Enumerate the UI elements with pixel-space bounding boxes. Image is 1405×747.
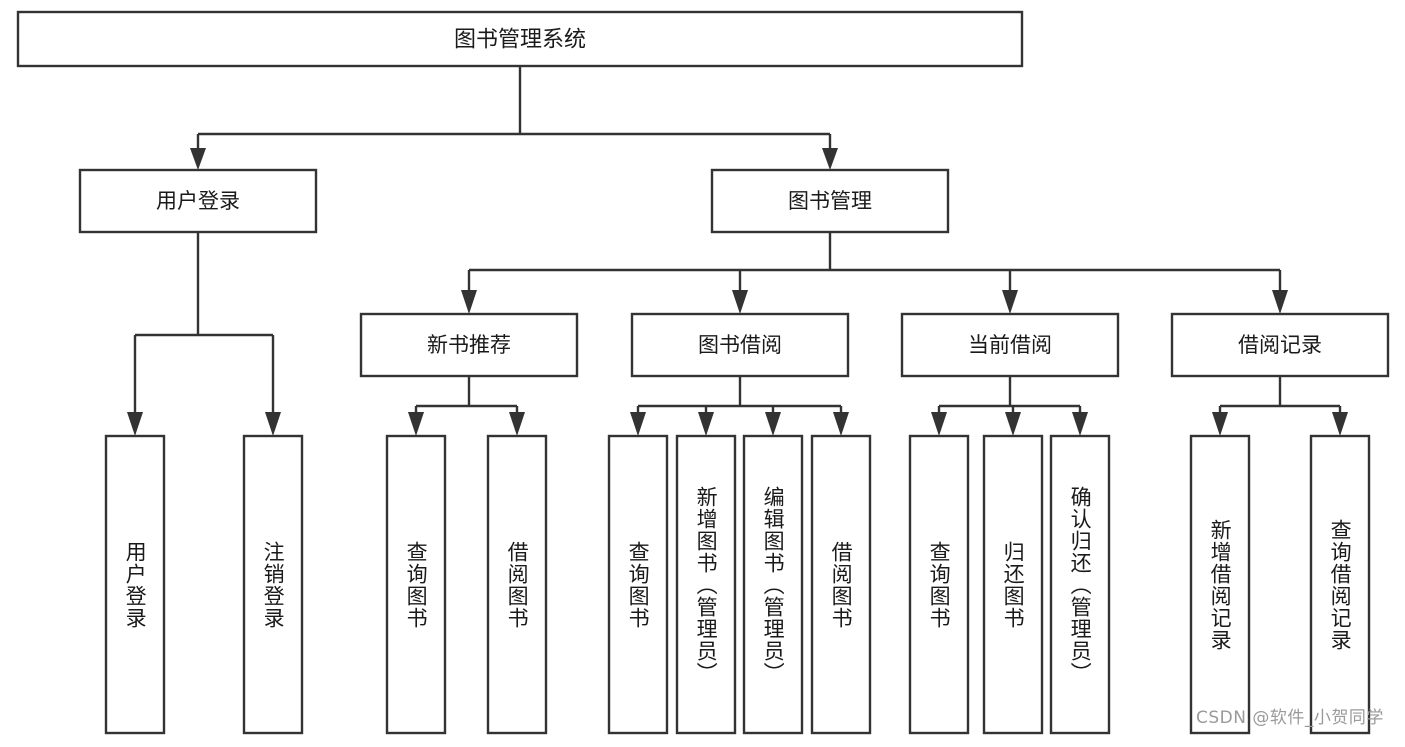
arrowhead-borrow-record bbox=[1272, 290, 1288, 314]
node-root-rect[interactable] bbox=[16, 10, 1024, 68]
connector-group-root bbox=[190, 66, 838, 170]
node-root[interactable]: 图书管理系统 bbox=[16, 10, 1024, 68]
node-book-manage-rect[interactable] bbox=[710, 168, 950, 234]
arrowhead-leaf-add-book bbox=[698, 412, 714, 436]
arrowhead-book-manage bbox=[822, 148, 838, 170]
leaf-confirm-return-rect[interactable] bbox=[1049, 434, 1111, 735]
leaf-add-book-rect[interactable] bbox=[675, 434, 737, 735]
connector-group-book-manage bbox=[461, 232, 1288, 314]
connector-group-borrow-record bbox=[1212, 376, 1348, 436]
leaf-borrow-books-2-rect[interactable] bbox=[810, 434, 872, 735]
arrowhead-leaf-logout bbox=[265, 412, 281, 436]
arrowhead-current-borrow bbox=[1002, 290, 1018, 314]
node-new-book-rec[interactable]: 新书推荐 bbox=[359, 312, 579, 378]
leaf-add-record-rect[interactable] bbox=[1189, 434, 1251, 735]
node-book-borrow[interactable]: 图书借阅 bbox=[630, 312, 850, 378]
connector-group-current-borrow bbox=[931, 376, 1088, 436]
arrowhead-leaf-return-book bbox=[1005, 412, 1021, 436]
leaf-query-books-3-rect[interactable] bbox=[908, 434, 970, 735]
node-borrow-record-label: 借阅记录 bbox=[1238, 333, 1322, 357]
connector-group-new-book-rec bbox=[408, 376, 525, 436]
node-borrow-record[interactable]: 借阅记录 bbox=[1170, 312, 1390, 378]
node-book-borrow-rect[interactable] bbox=[630, 312, 850, 378]
arrowhead-leaf-query-books-3 bbox=[931, 412, 947, 436]
node-user-login-label: 用户登录 bbox=[156, 189, 240, 213]
node-root-label: 图书管理系统 bbox=[454, 28, 586, 53]
connector-group-user-login bbox=[127, 232, 281, 436]
arrowhead-leaf-query-record bbox=[1332, 412, 1348, 436]
arrowhead-leaf-confirm-return bbox=[1072, 412, 1088, 436]
arrowhead-leaf-borrow-books-1 bbox=[509, 412, 525, 436]
arrowhead-user-login bbox=[190, 148, 206, 170]
node-new-book-rec-rect[interactable] bbox=[359, 312, 579, 378]
node-new-book-rec-label: 新书推荐 bbox=[427, 333, 511, 357]
arrowhead-leaf-add-record bbox=[1212, 412, 1228, 436]
arrowhead-leaf-query-books-1 bbox=[408, 412, 424, 436]
csdn-watermark: CSDN @软件_小贺同学 bbox=[1196, 708, 1384, 728]
node-current-borrow[interactable]: 当前借阅 bbox=[900, 312, 1120, 378]
node-book-borrow-label: 图书借阅 bbox=[698, 333, 782, 357]
arrowhead-book-borrow bbox=[732, 290, 748, 314]
arrowhead-new-book-rec bbox=[461, 290, 477, 314]
node-current-borrow-label: 当前借阅 bbox=[968, 333, 1052, 357]
node-current-borrow-rect[interactable] bbox=[900, 312, 1120, 378]
connector-group-book-borrow bbox=[630, 376, 849, 436]
arrowhead-leaf-query-books-2 bbox=[630, 412, 646, 436]
node-book-manage-label: 图书管理 bbox=[788, 189, 872, 213]
leaf-query-books-2-rect[interactable] bbox=[607, 434, 669, 735]
leaf-query-record-rect[interactable] bbox=[1309, 434, 1371, 735]
leaf-borrow-books-1-rect[interactable] bbox=[486, 434, 548, 735]
arrowhead-leaf-borrow-books-2 bbox=[833, 412, 849, 436]
leaf-query-books-1-rect[interactable] bbox=[385, 434, 447, 735]
node-book-manage[interactable]: 图书管理 bbox=[710, 168, 950, 234]
node-user-login-rect[interactable] bbox=[78, 168, 318, 234]
leaf-edit-book-rect[interactable] bbox=[742, 434, 804, 735]
leaf-return-book-rect[interactable] bbox=[982, 434, 1044, 735]
leaf-logout-rect[interactable] bbox=[242, 434, 304, 735]
leaf-user-login-rect[interactable] bbox=[104, 434, 166, 735]
arrowhead-leaf-user-login bbox=[127, 412, 143, 436]
arrowhead-leaf-edit-book bbox=[765, 412, 781, 436]
node-borrow-record-rect[interactable] bbox=[1170, 312, 1390, 378]
node-user-login[interactable]: 用户登录 bbox=[78, 168, 318, 234]
